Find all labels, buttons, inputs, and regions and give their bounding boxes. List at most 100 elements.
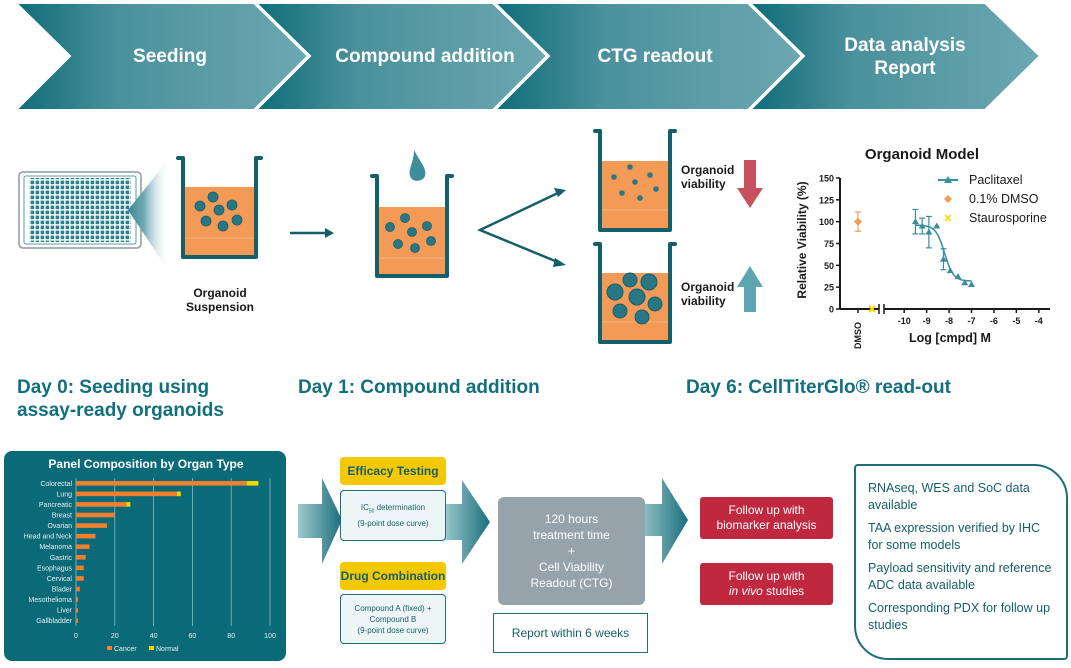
- legend-normal-swatch: [149, 646, 154, 650]
- bar-cancer: [76, 480, 247, 486]
- assay-illustrations: [18, 129, 763, 344]
- followup-invivo-line2: in vivo studies: [729, 584, 804, 599]
- category-label: Mesothelioma: [28, 597, 72, 604]
- paclitaxel-point: [961, 279, 969, 286]
- bar-cancer: [76, 502, 127, 507]
- legend-paclitaxel: Paclitaxel: [969, 173, 1023, 187]
- paclitaxel-point: [939, 255, 947, 262]
- day1-label: Day 1: Compound addition: [298, 377, 540, 398]
- efficacy-testing-tag: Efficacy Testing: [340, 457, 446, 485]
- arrow-down-right-head: [553, 258, 566, 267]
- bar-normal: [126, 502, 131, 507]
- followup-biomarker-line2: biomarker analysis: [716, 518, 817, 532]
- panel-legend: Cancer Normal: [107, 646, 179, 653]
- bar-cancer: [76, 597, 78, 602]
- y-tick-label: 150: [819, 174, 834, 184]
- legend-cancer: Cancer: [114, 646, 137, 653]
- chevron-compound-addition: [253, 2, 549, 111]
- viability-increase-label: Organoid viability: [681, 280, 734, 308]
- chart-title: Organoid Model: [865, 146, 979, 163]
- paclitaxel-point: [911, 218, 919, 225]
- efficacy-line1: IC50 determination: [357, 502, 428, 518]
- x-tick-label: 60: [189, 633, 197, 640]
- bar-cancer: [76, 523, 108, 528]
- dose-response-chart: Organoid Model Relative Viability (%) Lo…: [795, 146, 1050, 349]
- beaker-organoid-suspension-icon: [176, 156, 263, 259]
- category-label: Ovarian: [47, 523, 72, 530]
- x-tick-label: -5: [1012, 316, 1020, 326]
- category-label: Melanoma: [39, 544, 72, 551]
- category-label: Cervical: [47, 576, 73, 583]
- chevron-seeding: [13, 2, 310, 111]
- combo-line3: (9-point dose curve): [357, 625, 429, 635]
- x-tick-label: 100: [264, 633, 276, 640]
- step-label-data-analysis-line2: Report: [874, 58, 936, 79]
- bar-cancer: [76, 554, 86, 560]
- feature-item: RNAseq, WES and SoC data available: [868, 481, 1030, 512]
- category-label: Gallbladder: [36, 618, 72, 625]
- label-line2: viability: [681, 177, 726, 191]
- bar-cancer: [76, 491, 177, 497]
- drug-combination-tag: Drug Combination: [340, 562, 446, 590]
- x-axis-label: Log [cmpd] M: [909, 331, 991, 345]
- legend-paclitaxel-marker: [944, 176, 952, 183]
- split-arrows-icon: [476, 190, 561, 265]
- x-category-label: DMSO: [853, 322, 863, 349]
- legend-staurosporine-marker: ✕: [943, 213, 952, 225]
- step-label-data-analysis: Data analysis Report: [830, 34, 980, 80]
- y-tick-label: 75: [824, 239, 834, 249]
- treatment-line4: Cell Viability: [538, 560, 605, 574]
- followup-biomarker-box: Follow up with biomarker analysis: [700, 497, 833, 539]
- beaker-decreased-viability-icon: [593, 129, 677, 232]
- model-features-card: RNAseq, WES and SoC data available TAA e…: [854, 464, 1068, 660]
- category-label: Esophagus: [37, 565, 73, 572]
- label-line2: viability: [681, 294, 726, 308]
- bar-cancer: [76, 565, 84, 571]
- arrow-up-teal-icon: [737, 266, 763, 312]
- caption-line2: Suspension: [185, 300, 254, 314]
- caption-line1: Organoid: [193, 286, 247, 300]
- day0-line1: Day 0: Seeding using: [17, 377, 210, 398]
- x-tick-label: -4: [1035, 316, 1043, 326]
- y-tick-label: 100: [819, 217, 834, 227]
- label-line1: Organoid: [681, 163, 735, 177]
- category-label: Liver: [57, 608, 73, 615]
- paclitaxel-point: [954, 273, 962, 280]
- combo-line2: Compound B: [369, 614, 417, 624]
- x-tick-label: -8: [945, 316, 953, 326]
- chart-legend: Paclitaxel 0.1% DMSO ✕ Staurosporine: [938, 173, 1047, 225]
- category-label: Lung: [56, 491, 72, 498]
- step-label-data-analysis-line1: Data analysis: [844, 35, 966, 56]
- bar-cancer: [76, 576, 84, 581]
- bar-cancer: [76, 607, 78, 613]
- bar-normal: [246, 480, 259, 486]
- combo-line1: Compound A (fixed) +: [354, 603, 432, 613]
- efficacy-testing-card: IC50 determination (9-point dose curve): [340, 490, 446, 541]
- step-label-compound-addition: Compound addition: [335, 46, 515, 67]
- bar-cancer: [76, 533, 96, 539]
- followup-invivo-line1: Follow up with: [728, 569, 805, 583]
- category-label: Pancreatic: [39, 502, 73, 509]
- treatment-line3: +: [567, 544, 575, 558]
- y-tick-label: 0: [829, 305, 834, 315]
- y-tick-label: 50: [824, 261, 834, 271]
- day0-line2: assay-ready organoids: [17, 400, 224, 421]
- label-line1: Organoid: [681, 280, 735, 294]
- staurosporine-point: [868, 305, 876, 313]
- legend-staurosporine: Staurosporine: [969, 211, 1047, 225]
- arrow-up-right-head: [554, 188, 566, 197]
- viability-decrease-label: Organoid viability: [681, 163, 734, 191]
- chevron-data-analysis: [747, 1, 1042, 111]
- organoid-suspension-caption: Organoid Suspension: [175, 286, 265, 314]
- paclitaxel-point: [918, 222, 926, 229]
- bar-normal: [176, 491, 181, 497]
- category-label: Blader: [52, 587, 73, 594]
- x-tick-label: 0: [74, 633, 78, 640]
- legend-dmso: 0.1% DMSO: [969, 192, 1039, 206]
- panel-composition-card: [4, 451, 286, 661]
- beaker-increased-viability-icon: [593, 242, 677, 344]
- paclitaxel-point: [968, 281, 975, 288]
- x-tick-label: -7: [967, 316, 975, 326]
- legend-dmso-marker: [944, 195, 952, 203]
- feature-item: TAA expression verified by IHC for some …: [868, 521, 1041, 552]
